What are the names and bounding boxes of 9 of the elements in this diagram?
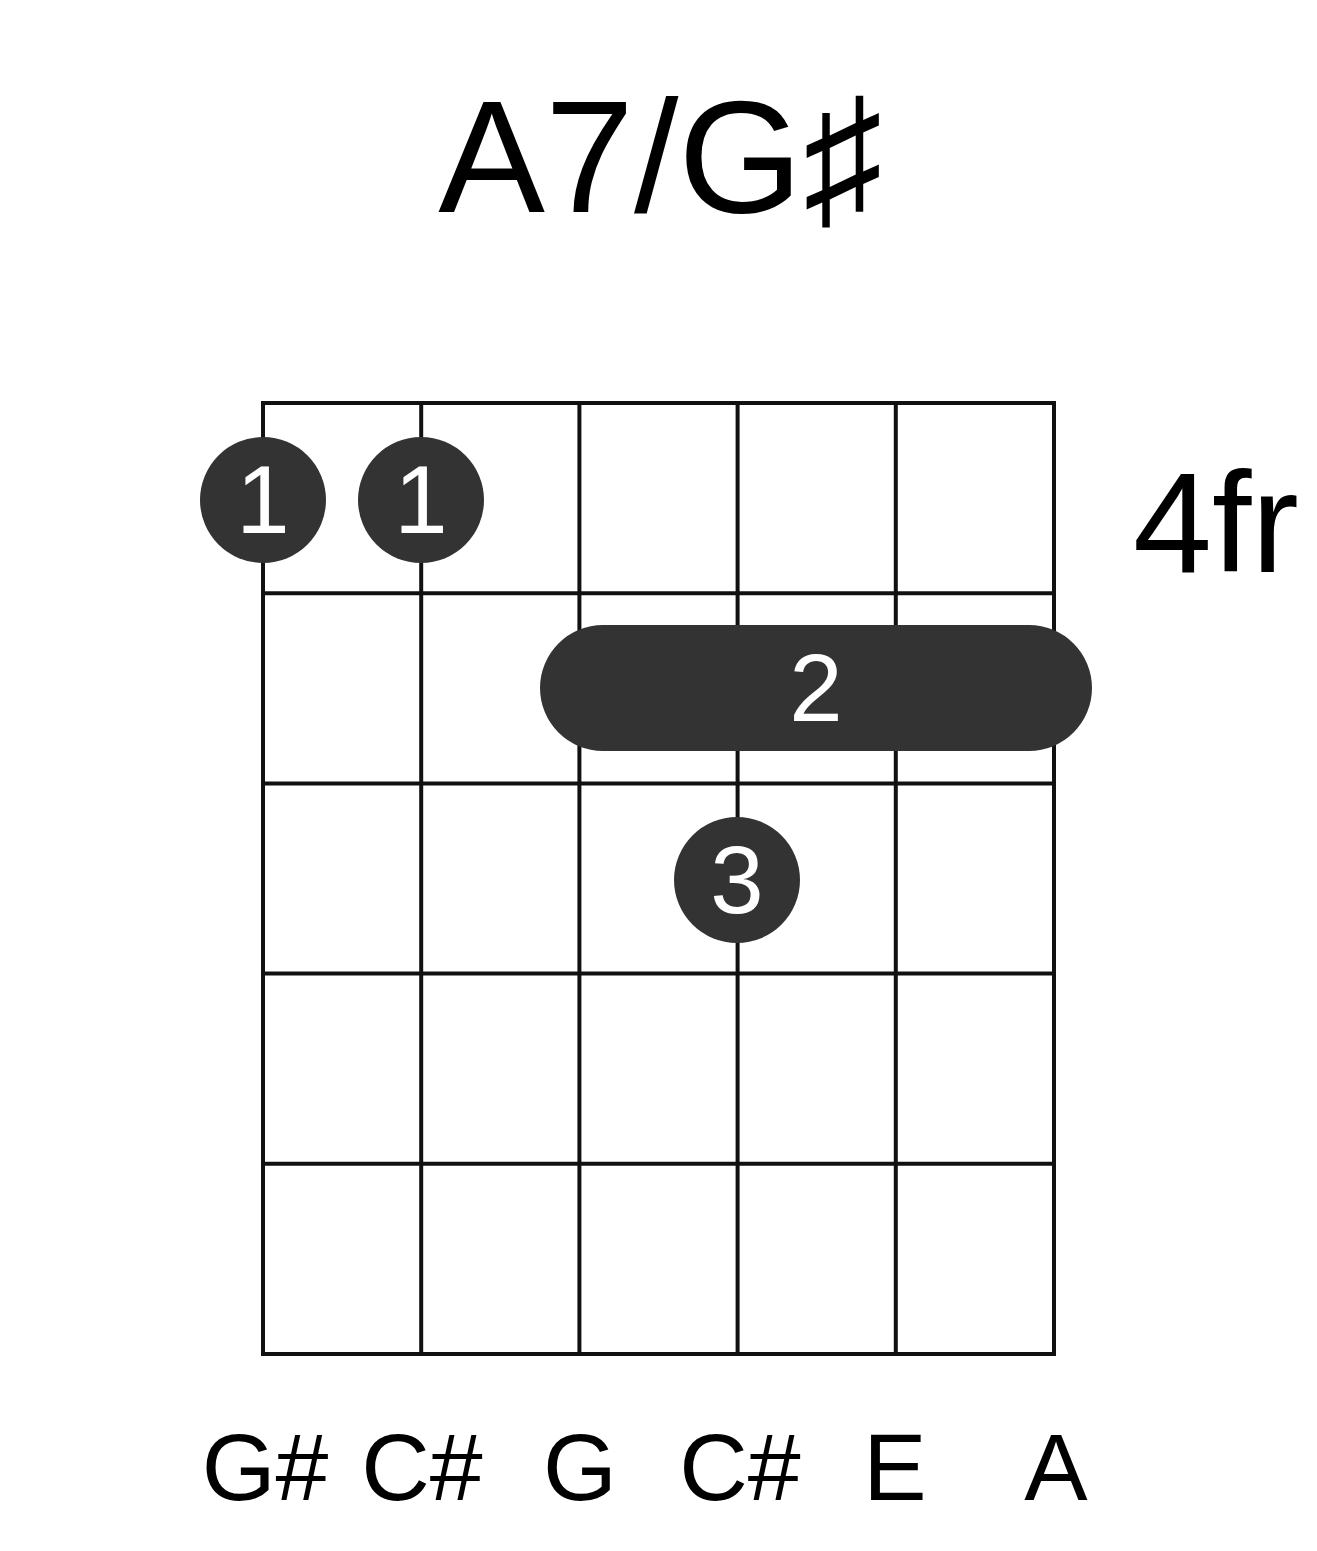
barre-bar: 2 — [540, 625, 1092, 751]
string-note: C# — [361, 1420, 483, 1515]
string-note: C# — [679, 1420, 801, 1515]
string-note: G# — [201, 1420, 329, 1515]
fret-number: 4fr — [1133, 452, 1299, 594]
chord-title: A7/G♯ — [437, 77, 883, 237]
string-note: G — [543, 1420, 617, 1515]
string-note: A — [1024, 1420, 1088, 1515]
string-note: E — [863, 1420, 927, 1515]
